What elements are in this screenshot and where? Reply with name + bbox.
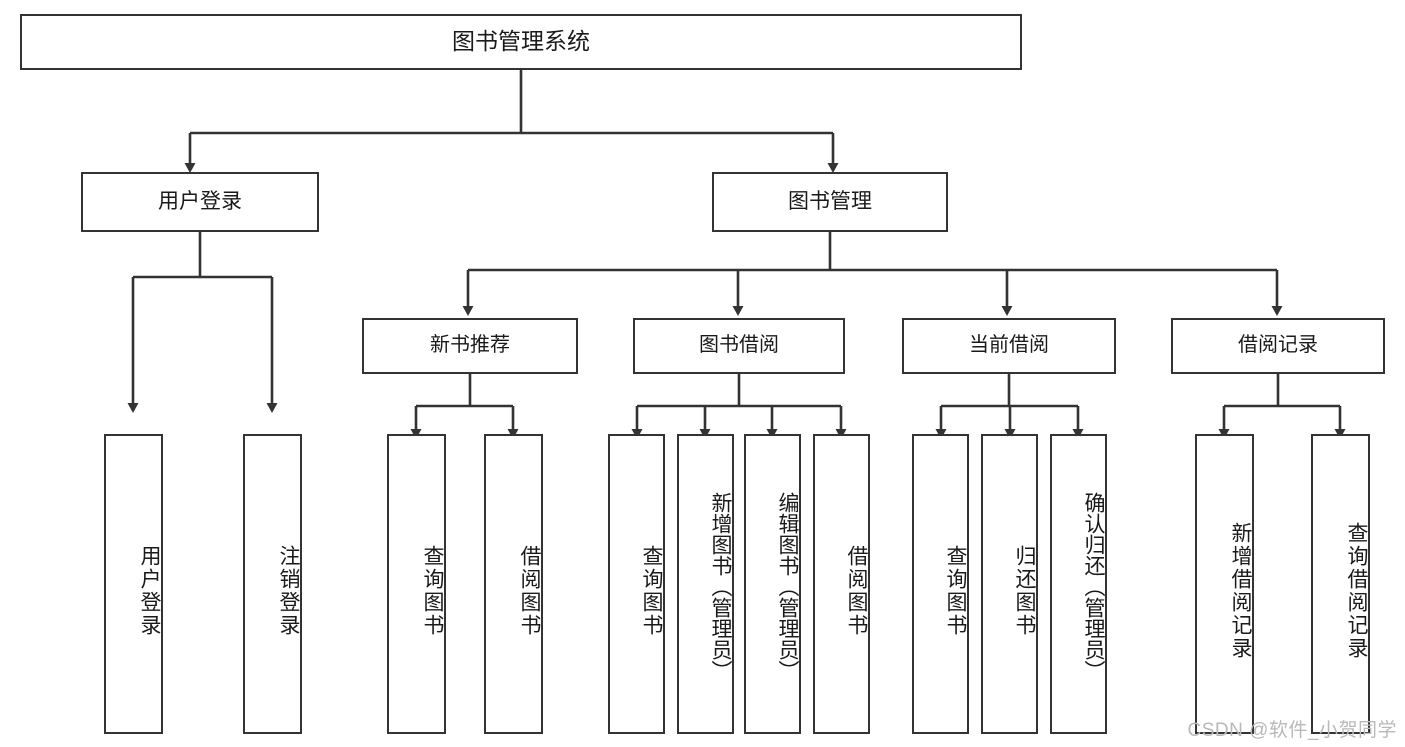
leaf-user-login-label: 用户登录 (138, 545, 161, 637)
node-current-borrow[interactable]: 当前借阅 (902, 318, 1116, 374)
leaf-borrow-book-recommend[interactable]: 借阅图书 (484, 434, 543, 734)
leaf-query-book-recommend[interactable]: 查询图书 (387, 434, 446, 734)
node-book-management[interactable]: 图书管理 (712, 172, 948, 232)
leaf-return-book[interactable]: 归还图书 (981, 434, 1038, 734)
node-new-book-recommend[interactable]: 新书推荐 (362, 318, 578, 374)
leaf-add-book-admin-label: 新增图书（管理员） (709, 491, 732, 681)
leaf-borrow-book-borrow[interactable]: 借阅图书 (813, 434, 870, 734)
node-book-borrow-label: 图书借阅 (699, 334, 779, 357)
leaf-edit-book-admin[interactable]: 编辑图书（管理员） (744, 434, 801, 734)
leaf-logout-label: 注销登录 (277, 545, 300, 637)
leaf-query-book-borrow-label: 查询图书 (640, 545, 663, 637)
leaf-logout[interactable]: 注销登录 (243, 434, 302, 734)
leaf-query-book-recommend-label: 查询图书 (421, 545, 444, 637)
leaf-borrow-book-recommend-label: 借阅图书 (518, 545, 541, 637)
node-root[interactable]: 图书管理系统 (20, 14, 1022, 70)
leaf-query-book-current[interactable]: 查询图书 (912, 434, 969, 734)
node-root-label: 图书管理系统 (452, 28, 590, 55)
leaf-edit-book-admin-label: 编辑图书（管理员） (776, 491, 799, 681)
leaf-query-borrow-record-label: 查询借阅记录 (1345, 522, 1368, 660)
leaf-query-book-current-label: 查询图书 (944, 545, 967, 637)
leaf-add-borrow-record[interactable]: 新增借阅记录 (1195, 434, 1254, 734)
node-book-management-label: 图书管理 (788, 189, 872, 213)
node-user-login[interactable]: 用户登录 (81, 172, 319, 232)
leaf-add-borrow-record-label: 新增借阅记录 (1229, 522, 1252, 660)
node-borrow-record[interactable]: 借阅记录 (1171, 318, 1385, 374)
leaf-query-book-borrow[interactable]: 查询图书 (608, 434, 665, 734)
leaf-query-borrow-record[interactable]: 查询借阅记录 (1311, 434, 1370, 734)
node-borrow-record-label: 借阅记录 (1238, 334, 1318, 357)
leaf-confirm-return-admin-label: 确认归还（管理员） (1082, 491, 1105, 681)
node-book-borrow[interactable]: 图书借阅 (633, 318, 845, 374)
leaf-user-login[interactable]: 用户登录 (104, 434, 163, 734)
leaf-borrow-book-borrow-label: 借阅图书 (845, 545, 868, 637)
node-user-login-label: 用户登录 (158, 189, 242, 213)
leaf-add-book-admin[interactable]: 新增图书（管理员） (677, 434, 734, 734)
node-current-borrow-label: 当前借阅 (969, 334, 1049, 357)
watermark: CSDN @软件_小贺同学 (1187, 720, 1397, 741)
leaf-confirm-return-admin[interactable]: 确认归还（管理员） (1050, 434, 1107, 734)
leaf-return-book-label: 归还图书 (1013, 545, 1036, 637)
node-new-book-recommend-label: 新书推荐 (430, 334, 510, 357)
